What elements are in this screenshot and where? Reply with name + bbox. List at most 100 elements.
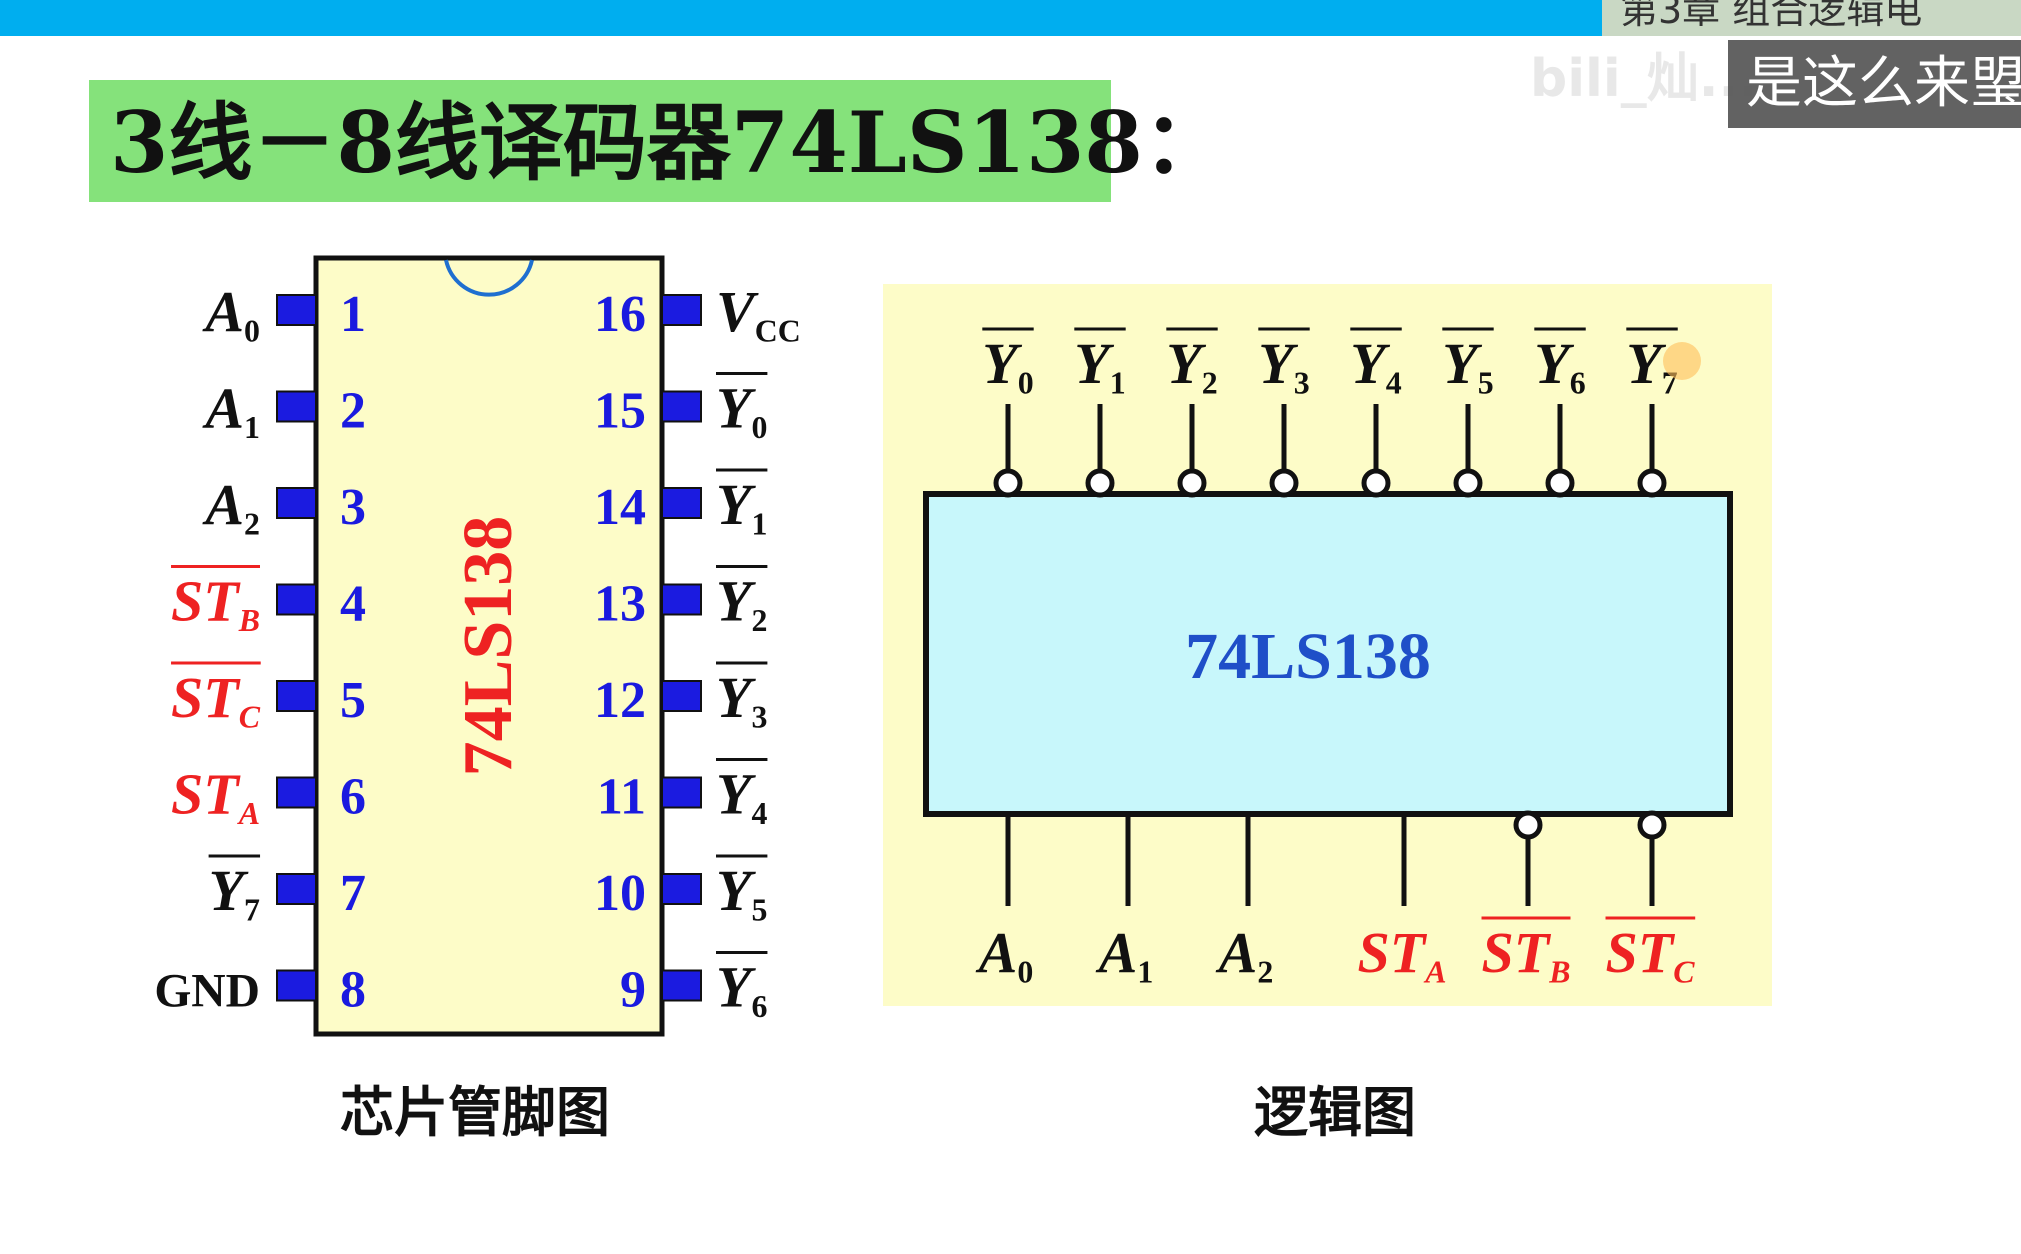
- chip-left-label-4: STB: [171, 565, 260, 638]
- chip-right-label-10: Y5: [716, 854, 768, 927]
- chip-pin-number-15: 15: [594, 383, 646, 440]
- chip-right-label-13: Y2: [716, 565, 768, 638]
- chip-right-label-15: Y0: [716, 372, 768, 445]
- logic-input-label-4: STB: [1481, 916, 1571, 989]
- chip-left-label-6-text: STA: [171, 762, 260, 831]
- chip-right-pin-9: [661, 969, 702, 1002]
- chapter-title: 第3章 组合逻辑电: [1602, 0, 2021, 36]
- watermark: bili_灿...: [1530, 49, 1758, 109]
- chip-left-label-2-text: A1: [202, 376, 260, 445]
- chip-pin-number-13: 13: [594, 576, 646, 633]
- logic-output-label-4-text: Y4: [1350, 331, 1401, 400]
- logic-input-label-2-text: A2: [1216, 920, 1274, 989]
- chip-pin-number-11: 11: [597, 769, 646, 826]
- chip-left-pin-8: [276, 969, 317, 1002]
- chip-right-label-9: Y6: [716, 951, 768, 1024]
- chip-left-pin-5: [276, 680, 317, 712]
- chip-right-pin-16: [661, 294, 702, 326]
- logic-input-label-1-text: A1: [1096, 920, 1154, 989]
- logic-output-label-2: Y2: [1166, 327, 1218, 400]
- logic-output-label-1: Y1: [1074, 327, 1126, 400]
- logic-input-label-0-text: A0: [976, 920, 1034, 989]
- logic-output-label-5-text: Y5: [1442, 331, 1493, 400]
- chip-right-label-13-text: Y2: [716, 569, 767, 638]
- chip-left-label-1: A0: [202, 279, 260, 348]
- logic-output-bubble-4: [1361, 468, 1391, 498]
- logic-output-bubble-2: [1177, 468, 1207, 498]
- chip-right-label-10-text: Y5: [716, 858, 767, 927]
- logic-output-label-0-text: Y0: [982, 331, 1033, 400]
- chip-left-label-4-text: STB: [171, 569, 260, 638]
- chip-left-label-7-text: Y7: [209, 858, 260, 927]
- chip-pin-number-3: 3: [340, 479, 366, 536]
- logic-input-bubble-5: [1637, 810, 1667, 840]
- logic-output-bubble-7: [1637, 468, 1667, 498]
- chip-notch: [444, 259, 534, 297]
- chip-left-label-2: A1: [202, 376, 260, 445]
- logic-input-label-5-text: STC: [1606, 920, 1696, 989]
- logic-output-label-3-text: Y3: [1258, 331, 1309, 400]
- chip-left-label-6: STA: [171, 762, 260, 831]
- chip-left-pin-2: [276, 390, 317, 423]
- mouse-cursor-highlight: [1663, 342, 1701, 380]
- chip-pin-number-6: 6: [340, 769, 366, 826]
- chip-left-label-3: A2: [202, 472, 260, 541]
- logic-output-label-2-text: Y2: [1166, 331, 1217, 400]
- logic-input-bubble-4: [1513, 810, 1543, 840]
- chip-left-pin-3: [276, 487, 317, 519]
- logic-block: [923, 491, 1733, 817]
- chip-left-pin-1: [276, 294, 317, 326]
- logic-output-label-4: Y4: [1350, 327, 1402, 400]
- chip-right-pin-13: [661, 583, 702, 616]
- chip-right-label-9-text: Y6: [716, 955, 767, 1024]
- logic-input-label-3: STA: [1358, 920, 1447, 989]
- chip-right-pin-12: [661, 680, 702, 712]
- logic-output-label-0: Y0: [982, 327, 1034, 400]
- logic-output-bubble-6: [1545, 468, 1575, 498]
- chip-pinout-caption: 芯片管脚图: [340, 1081, 610, 1144]
- chip-pin-number-8: 8: [340, 962, 366, 1019]
- chip-left-pin-4: [276, 583, 317, 616]
- logic-output-bubble-5: [1453, 468, 1483, 498]
- chip-right-label-14-text: Y1: [716, 472, 767, 541]
- slide-title-background: [89, 80, 1111, 202]
- chip-pin-number-9: 9: [620, 962, 646, 1019]
- chip-left-label-3-text: A2: [202, 472, 260, 541]
- logic-diagram-caption: 逻辑图: [1254, 1081, 1416, 1144]
- logic-input-label-3-text: STA: [1358, 920, 1447, 989]
- logic-input-label-0: A0: [976, 920, 1034, 989]
- chip-right-label-16-text: VCC: [716, 279, 801, 348]
- chip-pin-number-1: 1: [340, 286, 366, 343]
- chip-right-label-12: Y3: [716, 661, 768, 734]
- chip-left-label-5-text: STC: [171, 665, 261, 734]
- logic-output-label-5: Y5: [1442, 327, 1494, 400]
- logic-output-bubble-3: [1269, 468, 1299, 498]
- slide-title: 3线－8线译码器74LS138：: [110, 93, 1227, 192]
- logic-input-label-1: A1: [1096, 920, 1154, 989]
- logic-input-label-5: STC: [1605, 916, 1696, 989]
- chip-left-label-1-text: A0: [202, 279, 260, 348]
- chip-right-label-16: VCC: [716, 279, 801, 348]
- chip-right-label-11: Y4: [716, 758, 768, 831]
- chip-pin-number-12: 12: [594, 672, 646, 729]
- chip-right-label-14: Y1: [716, 468, 768, 541]
- chip-left-pin-6: [276, 776, 317, 809]
- chip-right-pin-14: [661, 487, 702, 519]
- logic-output-bubble-1: [1085, 468, 1115, 498]
- logic-output-label-1-text: Y1: [1074, 331, 1125, 400]
- chip-right-pin-11: [661, 776, 702, 809]
- subtitle-caption: 是这么来琞: [1728, 40, 2021, 128]
- chip-name: 74LS138: [450, 516, 527, 777]
- chip-left-label-8-text: GND: [154, 966, 260, 1018]
- chip-pin-number-10: 10: [594, 865, 646, 922]
- logic-output-bubble-0: [993, 468, 1023, 498]
- chip-right-label-15-text: Y0: [716, 376, 767, 445]
- logic-output-label-3: Y3: [1258, 327, 1310, 400]
- chip-pin-number-2: 2: [340, 383, 366, 440]
- chip-pin-number-14: 14: [594, 479, 646, 536]
- logic-input-label-4-text: STB: [1482, 920, 1571, 989]
- logic-block-name: 74LS138: [1185, 620, 1431, 693]
- chip-pin-number-5: 5: [340, 672, 366, 729]
- chip-pin-number-7: 7: [340, 865, 366, 922]
